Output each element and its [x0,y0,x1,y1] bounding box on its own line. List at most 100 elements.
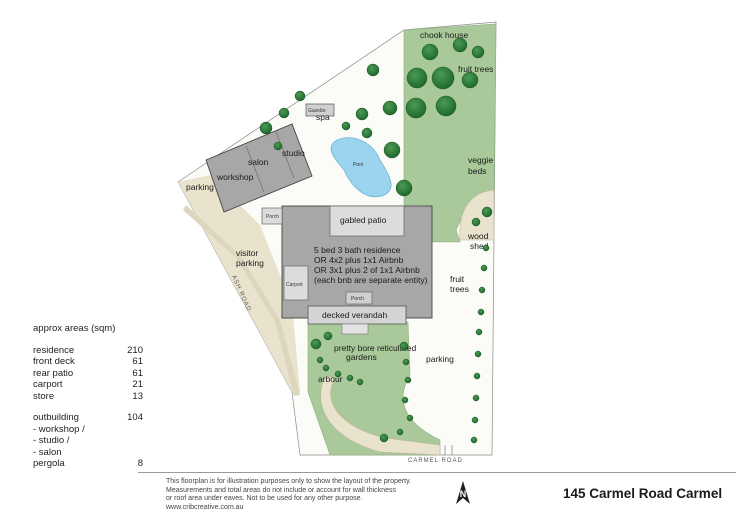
label-trees-right: trees [450,284,469,294]
tree-icon [383,141,401,159]
tree-icon [366,63,380,77]
label-visitor: visitor [236,248,258,258]
tree-icon [334,370,342,378]
tree-icon [294,90,306,102]
tree-icon [478,286,486,294]
tree-icon [477,308,485,316]
area-outbuilding-workshop: - workshop / [33,423,85,435]
tree-icon [399,341,409,351]
tree-icon [461,71,479,89]
tree-icon [406,67,428,89]
label-decked-verandah: decked verandah [322,310,387,320]
label-chook-house: chook house [420,30,468,40]
tree-icon [435,95,457,117]
tree-icon [405,97,427,119]
tree-icon [322,364,330,372]
tree-icon [401,396,409,404]
label-residence-line4: (each bnb are separate entity) [314,275,428,285]
tree-icon [346,374,354,382]
label-pool: Pool [353,162,363,168]
label-beds: beds [468,166,486,176]
tree-icon [404,376,412,384]
tree-icon [421,43,439,61]
label-porch-top: Porch [266,214,279,220]
disclaimer-line3: or roof area under eaves. Not to be used… [166,495,363,502]
tree-icon [273,141,283,151]
label-fruit-right: fruit [450,274,465,284]
label-parking-left: parking [186,182,214,192]
area-outbuilding-studio: - studio / [33,435,70,446]
label-veggie: veggie [468,155,493,165]
tree-icon [480,264,488,272]
tree-icon [470,436,478,444]
residence [261,205,433,335]
outbuilding [205,123,313,213]
label-porch-bottom: Porch [351,296,364,302]
disclaimer-line2: Measurements and total areas do not incl… [166,486,396,494]
label-gardens-line2: gardens [346,352,377,362]
label-residence-line2: OR 4x2 plus 1x1 Airbnb [314,255,404,265]
label-carport: Carport [286,282,303,288]
gazebo [305,103,335,117]
tree-icon [481,206,493,218]
label-spa: spa [316,112,330,122]
tree-icon [316,356,324,364]
property-address: 145 Carmel Road Carmel [563,486,723,501]
garden-path [320,375,441,456]
label-wood: wood [467,231,489,241]
tree-icon [323,331,333,341]
tree-icon [355,107,369,121]
tree-icon [474,350,482,358]
tree-icon [471,416,479,424]
footer-divider [138,472,736,473]
tree-icon [402,358,410,366]
disclaimer: This floorplan is for illustration purpo… [166,478,466,512]
label-gardens-line1: pretty bore reticulated [334,343,416,353]
tree-icon [259,121,273,135]
tree-icon [452,37,468,53]
trees [259,37,493,444]
tree-icon [396,428,404,436]
label-gazebo: Gazebo [308,108,326,114]
areas-title: approx areas (sqm) [33,323,116,334]
label-visitor-parking: parking [236,258,264,268]
tree-icon [341,121,351,131]
north-arrow-icon: N [456,481,470,504]
tree-icon [379,433,389,443]
disclaimer-line1: This floorplan is for illustration purpo… [166,478,411,485]
label-arbour: arbour [318,374,343,384]
label-workshop: workshop [216,172,254,182]
label-gabled-patio: gabled patio [340,215,387,225]
wood-shed-path [459,189,495,241]
tree-icon [471,217,481,227]
tree-icon [431,66,455,90]
tree-icon [310,338,322,350]
tree-icon [406,414,414,422]
label-shed: shed [470,241,489,251]
tree-icon [471,45,485,59]
label-fruit-trees-top: fruit trees [458,64,493,74]
pool [330,137,392,198]
label-parking-right: parking [426,354,454,364]
tree-icon [361,127,373,139]
tree-icon [356,378,364,386]
website-link[interactable]: www.cribcreative.com.au [166,503,244,511]
label-residence-line3: OR 3x1 plus 2 of 1x1 Airbnb [314,265,420,275]
tree-icon [473,372,481,380]
tree-icon [278,107,290,119]
label-salon: salon [248,157,269,167]
tree-icon [475,328,483,336]
north-label: N [460,489,467,499]
tree-icon [482,244,490,252]
tree-icon [382,100,398,116]
area-outbuilding-salon: - salon [33,446,62,458]
